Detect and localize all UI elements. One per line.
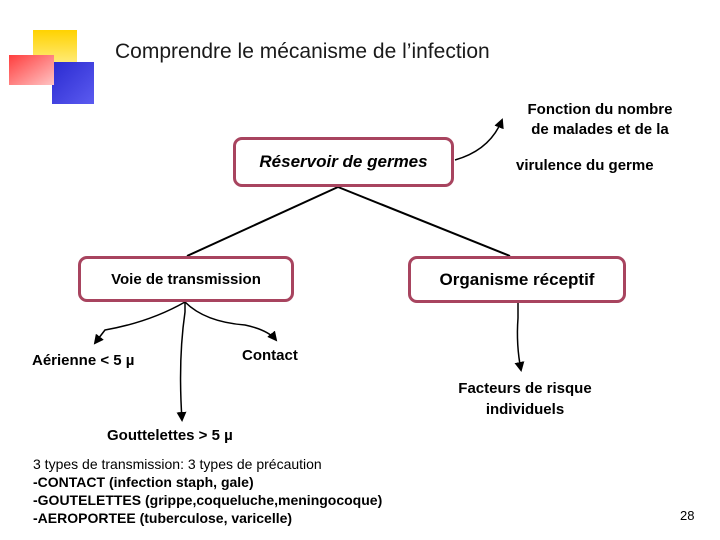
notes-line: 3 types de transmission: 3 types de préc… — [33, 456, 322, 472]
notes-block: 3 types de transmission: 3 types de préc… — [33, 455, 382, 527]
arrow-to-aerienne — [93, 301, 186, 345]
reservoir-label: Réservoir de germes — [259, 152, 428, 171]
notes-line: -AEROPORTEE (tuberculose, varicelle) — [33, 510, 293, 526]
page-title: Comprendre le mécanisme de l’infection — [115, 40, 490, 63]
arrow-to-contact — [184, 301, 278, 342]
connector-reservoir-voie — [186, 186, 339, 257]
corner-decoration — [9, 30, 94, 104]
red-square — [9, 55, 54, 85]
fonction-line-1: Fonction du nombre — [527, 101, 673, 118]
notes-line: -GOUTELETTES (grippe,coqueluche,meningoc… — [33, 492, 383, 508]
contact-label: Contact — [242, 347, 298, 364]
fonction-text: Fonction du nombre de malades et de la — [490, 100, 710, 140]
organisme-label: Organisme réceptif — [439, 269, 595, 289]
facteurs-line-2: individuels — [485, 401, 565, 418]
facteurs-line-1: Facteurs de risque — [458, 380, 592, 397]
facteurs-text: Facteurs de risque individuels — [430, 378, 620, 420]
gouttelettes-label: Gouttelettes > 5 µ — [107, 427, 233, 444]
voie-box: Voie de transmission — [78, 256, 294, 302]
voie-label: Voie de transmission — [111, 270, 261, 288]
arrow-to-fonction — [454, 118, 504, 161]
connector-reservoir-organisme — [337, 186, 511, 257]
page-number: 28 — [680, 508, 695, 523]
organisme-box: Organisme réceptif — [408, 256, 626, 303]
aerienne-label: Aérienne < 5 µ — [32, 352, 135, 369]
arrow-to-facteurs — [514, 303, 525, 372]
fonction-line-2: de malades et de la — [531, 121, 669, 138]
blue-square — [52, 62, 94, 104]
arrow-to-gouttelettes — [176, 302, 187, 422]
notes-line: -CONTACT (infection staph, gale) — [33, 474, 254, 490]
reservoir-box: Réservoir de germes — [233, 137, 454, 187]
virulence-text: virulence du germe — [516, 157, 654, 174]
